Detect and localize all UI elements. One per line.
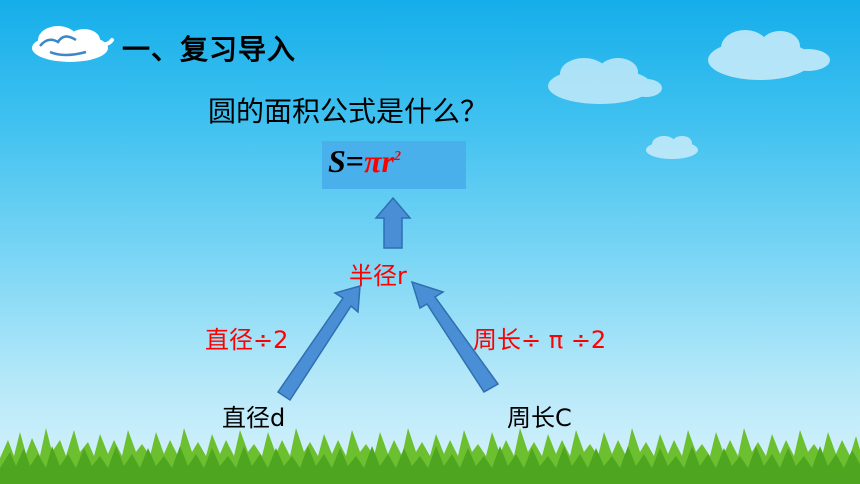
section-title: 一、复习导入 <box>122 33 297 66</box>
formula-s: S <box>328 143 346 179</box>
up-arrow <box>374 196 412 249</box>
diagonal-arrow-left <box>276 284 361 402</box>
formula-exponent: 2 <box>393 149 401 164</box>
formula-pi-r: πr <box>364 143 394 179</box>
question-text: 圆的面积公式是什么？ <box>208 95 489 128</box>
cloud-icon <box>708 30 830 80</box>
area-formula: S=πr2 <box>328 143 401 180</box>
circumference-relation: 周长÷ π ÷2 <box>473 326 607 354</box>
circumference-source: 周长C <box>507 404 572 432</box>
grass <box>0 428 860 484</box>
cloud-icon <box>548 58 662 104</box>
diameter-relation: 直径÷2 <box>205 326 289 354</box>
formula-equals: = <box>345 143 365 179</box>
radius-label: 半径r <box>349 262 407 290</box>
formula-box <box>322 141 466 189</box>
diagonal-arrow-right <box>410 280 500 394</box>
cloud-icon <box>32 26 114 62</box>
cloud-icon <box>646 136 698 159</box>
diameter-source: 直径d <box>222 404 286 432</box>
